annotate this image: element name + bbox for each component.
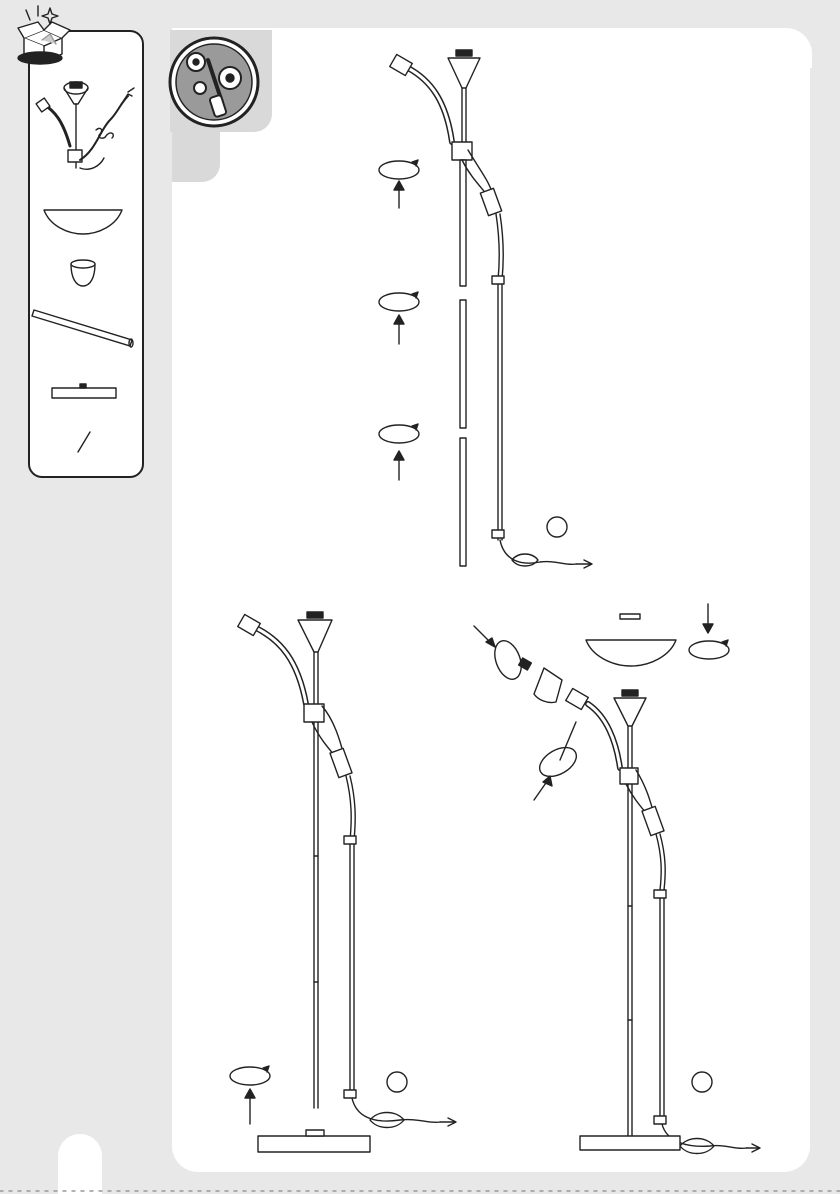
- step-number-circle: [692, 1072, 712, 1092]
- part-pole-segment: [32, 310, 133, 347]
- rotate-clockwise-icon: [230, 1066, 270, 1124]
- part-uplighter-shade: [44, 210, 122, 234]
- rotate-clockwise-icon: [379, 160, 419, 208]
- rotate-clockwise-icon: [379, 424, 419, 480]
- rotate-clockwise-icon: [534, 742, 581, 800]
- step-1-illustration: [379, 50, 592, 568]
- step-2-illustration: [230, 612, 456, 1152]
- step-number-circle: [547, 517, 567, 537]
- open-box-icon: [18, 6, 70, 64]
- step-number-circle: [387, 1072, 407, 1092]
- screwdriver-gears-icon: [170, 38, 258, 126]
- part-lamp-head-assembly: [36, 82, 134, 169]
- part-base: [52, 384, 116, 398]
- part-reading-light-shade: [71, 260, 95, 286]
- rotate-clockwise-icon: [474, 626, 526, 683]
- step-3-illustration: [474, 604, 760, 1154]
- rotate-clockwise-icon: [379, 292, 419, 344]
- part-tool-rod: [78, 432, 90, 452]
